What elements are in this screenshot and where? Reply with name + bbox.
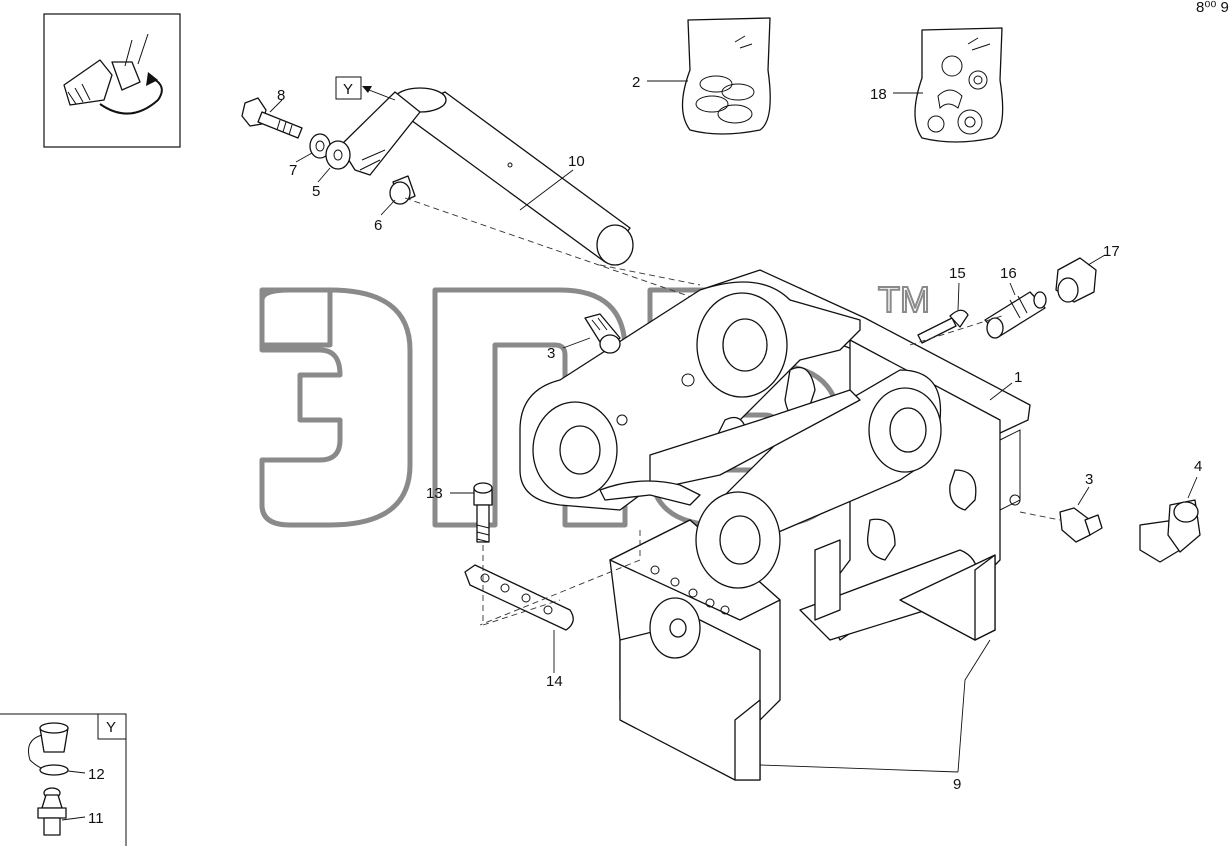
elbow-part-4	[1139, 499, 1201, 563]
callout-3-right: 3	[1085, 471, 1093, 488]
corner-code: 8⁰⁰ 900	[1196, 0, 1229, 16]
callout-5: 5	[312, 183, 320, 200]
view-y-letter: Y	[343, 81, 353, 98]
callout-labels: 1 2 3 3 4 5 6 7 8 9 10 11 12 13 14 15 16…	[88, 74, 1202, 827]
bolt-part-15	[917, 309, 969, 344]
grease-nipple-part-3-left	[584, 313, 621, 354]
grease-nipple-icon	[37, 787, 67, 836]
callout-12: 12	[88, 766, 105, 783]
callout-4: 4	[1194, 458, 1202, 475]
callout-6: 6	[374, 217, 382, 234]
callout-1: 1	[1014, 369, 1022, 386]
inset-y-letter: Y	[106, 719, 116, 736]
callout-10: 10	[568, 153, 585, 170]
grease-nipple-part-3-right	[1059, 507, 1103, 543]
plug-part-17	[1055, 257, 1097, 303]
bolt-part-13	[473, 482, 493, 543]
callout-17: 17	[1103, 243, 1120, 260]
callout-13: 13	[426, 485, 443, 502]
watermark-tm: TM	[878, 279, 930, 320]
quick-coupler-body	[519, 269, 1031, 781]
callout-15: 15	[949, 265, 966, 282]
callout-11: 11	[88, 810, 104, 827]
washer-part-5	[325, 140, 351, 170]
locking-pin	[339, 87, 634, 266]
bushing-part-6	[389, 175, 416, 205]
dust-cap-icon	[28, 722, 69, 776]
valve-part-16	[984, 291, 1047, 339]
view-y-box	[335, 76, 362, 100]
leader-lines	[61, 80, 1198, 821]
bolt-part-8	[241, 97, 303, 139]
strip-plate-part-14	[464, 564, 574, 631]
callout-9: 9	[953, 776, 961, 793]
callout-2: 2	[632, 74, 640, 91]
bucket-rotation-icon	[43, 13, 181, 148]
callout-14: 14	[546, 673, 563, 690]
callout-7: 7	[289, 162, 297, 179]
inset-view-y: Y	[0, 713, 127, 846]
seal-kit-bag-icon	[681, 17, 771, 135]
bearing-kit-bag-icon	[914, 27, 1004, 143]
callout-16: 16	[1000, 265, 1017, 282]
callout-3-left: 3	[547, 345, 555, 362]
callout-8: 8	[277, 87, 285, 104]
callout-18: 18	[870, 86, 887, 103]
